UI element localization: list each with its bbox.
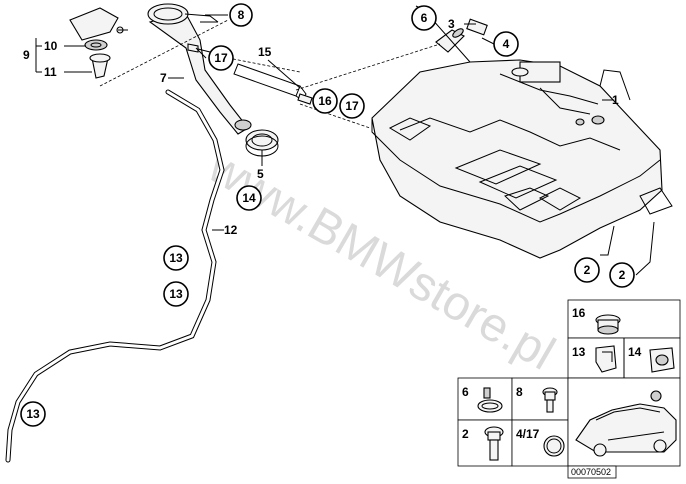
inset-16-box[interactable] [567,299,681,339]
svg-text:8: 8 [516,385,523,399]
callout-4[interactable]: 4 [493,31,519,57]
inset-2-box[interactable] [457,419,513,467]
callout-17-top[interactable]: 17 [208,45,234,71]
svg-text:7: 7 [160,71,167,85]
label-1[interactable]: 1 [612,93,619,107]
label-5[interactable]: 5 [257,167,264,181]
legend-insets: 16 13 14 6 8 [457,299,681,467]
inset-4-17-part [543,435,565,457]
svg-text:2: 2 [619,268,626,282]
svg-text:6: 6 [462,385,469,399]
label-12[interactable]: 12 [224,223,238,237]
label-7[interactable]: 7 [160,71,167,85]
inset-2-part [484,426,504,461]
inset-16-part [595,314,621,335]
svg-text:1: 1 [612,93,619,107]
hose-piece-3[interactable] [466,18,488,36]
svg-text:6: 6 [421,11,428,25]
svg-text:16: 16 [318,94,332,108]
inset-8-part [542,387,558,413]
callout-6[interactable]: 6 [411,5,437,31]
breather-hose[interactable] [5,89,225,463]
label-10[interactable]: 10 [44,39,58,53]
svg-text:8: 8 [238,8,245,22]
hose-piece-6[interactable] [435,27,465,53]
label-15[interactable]: 15 [258,45,272,59]
car-silhouette-icon [575,390,677,457]
catalog-number: 00070502 [567,465,617,479]
fuel-cap[interactable] [69,7,124,79]
screw-17-top[interactable] [187,43,211,53]
svg-text:12: 12 [224,223,238,237]
svg-text:5: 5 [257,167,264,181]
vent-pipe[interactable] [233,63,307,101]
callout-13-c[interactable]: 13 [20,401,46,427]
svg-text:17: 17 [214,51,228,65]
svg-text:14: 14 [242,191,256,205]
callout-16[interactable]: 16 [312,88,338,114]
callout-8[interactable]: 8 [229,3,253,27]
svg-text:2: 2 [462,427,469,441]
label-11[interactable]: 11 [44,65,57,79]
svg-text:3: 3 [448,17,455,31]
fuel-tank[interactable] [371,59,673,259]
svg-text:17: 17 [345,99,359,113]
callout-17-mid[interactable]: 17 [339,93,365,119]
callout-13-b[interactable]: 13 [163,281,189,307]
svg-text:15: 15 [258,45,272,59]
svg-text:13: 13 [572,345,586,359]
svg-text:13: 13 [169,287,183,301]
filler-neck[interactable] [147,3,252,135]
svg-text:13: 13 [26,407,40,421]
svg-text:16: 16 [572,306,586,320]
inset-14-part [649,347,675,373]
cap-seal-ring[interactable] [84,39,108,51]
svg-text:00070502: 00070502 [571,467,611,477]
elbow-16[interactable] [297,93,313,105]
dashed-lines [99,19,441,129]
label-3[interactable]: 3 [448,17,455,31]
inset-6-part [477,387,503,413]
inset-13-part [595,345,617,373]
inset-8-box[interactable] [511,377,569,421]
svg-text:14: 14 [628,345,642,359]
svg-text:4/17: 4/17 [516,427,540,441]
svg-text:2: 2 [584,263,591,277]
svg-text:9: 9 [23,48,30,62]
svg-text:4: 4 [503,37,510,51]
label-9[interactable]: 9 [23,48,30,62]
callout-2-a[interactable]: 2 [574,257,600,283]
callout-14[interactable]: 14 [236,185,262,211]
callout-2-b[interactable]: 2 [609,262,635,288]
svg-text:13: 13 [169,251,183,265]
svg-text:10: 10 [44,39,58,53]
hose-clamp-4[interactable] [511,67,529,77]
callout-13-a[interactable]: 13 [163,245,189,271]
svg-text:11: 11 [44,65,57,79]
